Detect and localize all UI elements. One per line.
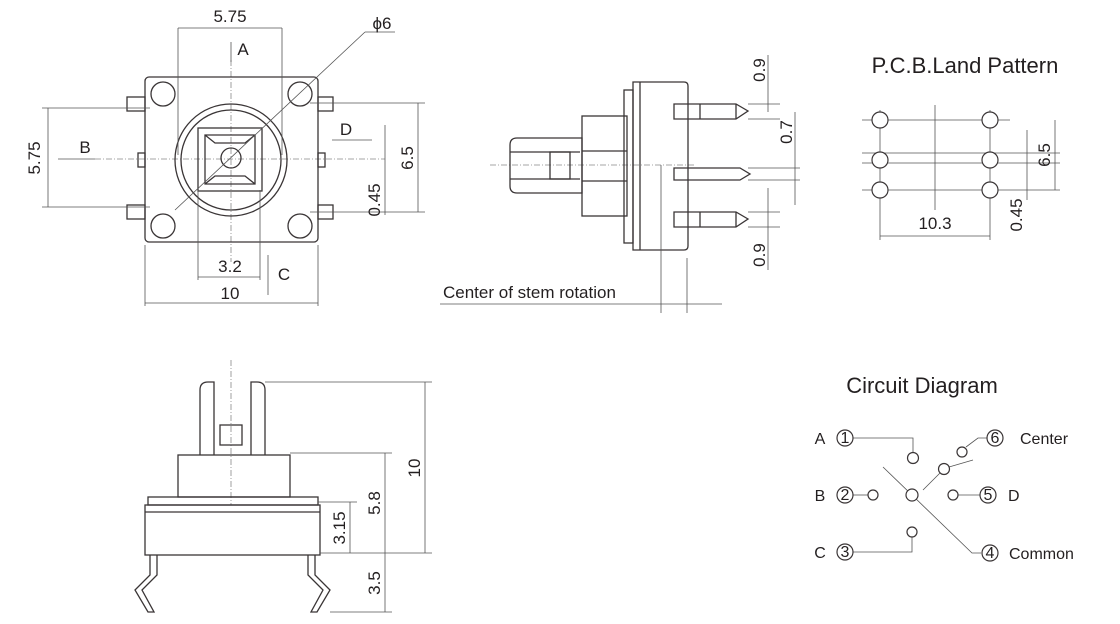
pin-6: 6 xyxy=(991,430,1000,447)
dim-width: 10 xyxy=(221,284,240,303)
pin-4: 4 xyxy=(986,545,995,562)
pcb-dim-offset: 0.45 xyxy=(1007,198,1026,231)
top-view: 5.75 ϕ6 A B D C 5.75 6.5 0.45 3.2 10 xyxy=(25,7,425,306)
dim-left-height: 5.75 xyxy=(25,141,44,174)
dim-collar-height: 5.8 xyxy=(365,491,384,515)
dim-total-height: 10 xyxy=(405,459,424,478)
side-view: 0.9 0.7 0.9 Center of stem rotation xyxy=(440,55,800,313)
label-d: D xyxy=(340,120,352,139)
front-view: 10 5.8 3.15 3.5 xyxy=(134,360,432,613)
dim-inner: 3.2 xyxy=(218,257,242,276)
pcb-dim-height: 6.5 xyxy=(1035,143,1054,167)
pin-1: 1 xyxy=(841,430,850,447)
circuit-label-a: A xyxy=(815,431,826,448)
dim-diameter: ϕ6 xyxy=(373,14,392,33)
dim-right-height: 6.5 xyxy=(398,146,417,170)
circuit-diagram: Circuit Diagram A 1 B 2 C 3 4 Common 5 D… xyxy=(814,373,1074,563)
pin-5: 5 xyxy=(984,487,993,504)
dim-top-pin: 0.9 xyxy=(750,58,769,82)
pcb-dim-width: 10.3 xyxy=(918,214,951,233)
circuit-label-c: C xyxy=(814,545,826,562)
circuit-label-center: Center xyxy=(1020,431,1069,448)
circuit-label-b: B xyxy=(815,488,826,505)
label-c: C xyxy=(278,265,290,284)
center-of-stem-label: Center of stem rotation xyxy=(443,283,616,302)
pin-3: 3 xyxy=(841,544,850,561)
label-a: A xyxy=(237,40,249,59)
dim-mid-pin: 0.7 xyxy=(777,120,796,144)
dim-legs-height: 3.5 xyxy=(365,571,384,595)
circuit-label-common: Common xyxy=(1009,546,1074,563)
label-b: B xyxy=(79,138,90,157)
dim-pin: 0.45 xyxy=(365,183,384,216)
dim-body-height: 3.15 xyxy=(330,511,349,544)
circuit-label-d: D xyxy=(1008,488,1020,505)
circuit-title: Circuit Diagram xyxy=(846,373,998,398)
pin-2: 2 xyxy=(841,487,850,504)
dim-top-width: 5.75 xyxy=(213,7,246,26)
pcb-land-pattern: P.C.B.Land Pattern 10.3 6.5 0.45 xyxy=(862,53,1060,240)
pcb-title: P.C.B.Land Pattern xyxy=(872,53,1059,78)
dim-bottom-pin: 0.9 xyxy=(750,243,769,267)
